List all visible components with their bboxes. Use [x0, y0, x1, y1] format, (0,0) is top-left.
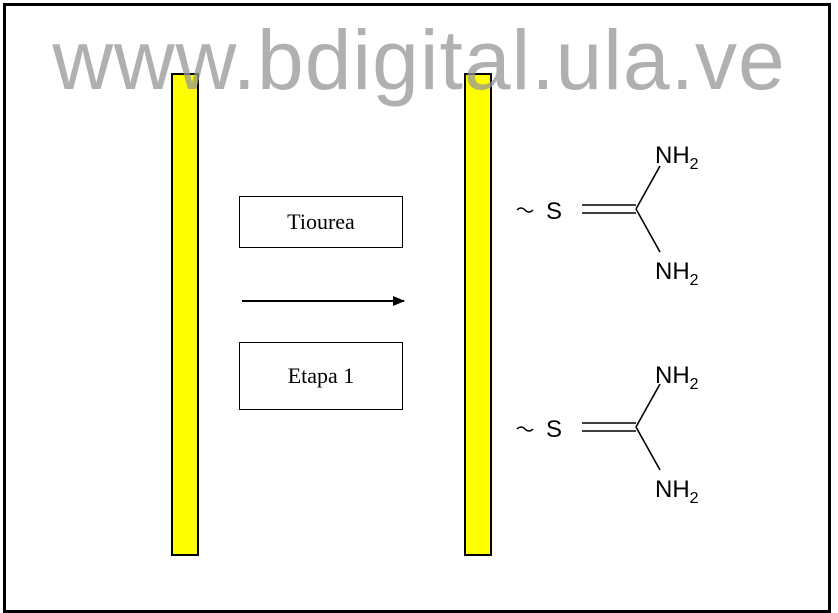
reagent-label: Tiourea [287, 209, 355, 234]
amine-group: NH2 [655, 476, 699, 507]
amine-group: NH2 [655, 142, 699, 173]
diagram-frame [3, 3, 831, 613]
bond-line [635, 165, 661, 210]
step-label: Etapa 1 [287, 363, 355, 388]
substrate-after [464, 73, 492, 556]
amine-group: NH2 [655, 362, 699, 393]
bond-line [635, 426, 661, 471]
bond-line [635, 208, 661, 253]
thiourea-molecule-2: S NH2 NH2 [516, 362, 699, 507]
substrate-before [171, 73, 199, 556]
sulfur-atom: S [546, 198, 562, 225]
attachment-tilde [516, 207, 534, 213]
sulfur-atom: S [546, 416, 562, 443]
thiourea-molecule-1: S NH2 NH2 [516, 142, 699, 289]
bond-line [635, 383, 661, 428]
amine-group: NH2 [655, 258, 699, 289]
reagent-box: Tiourea [239, 196, 403, 248]
attachment-tilde [516, 426, 534, 432]
step-box: Etapa 1 [239, 342, 403, 410]
